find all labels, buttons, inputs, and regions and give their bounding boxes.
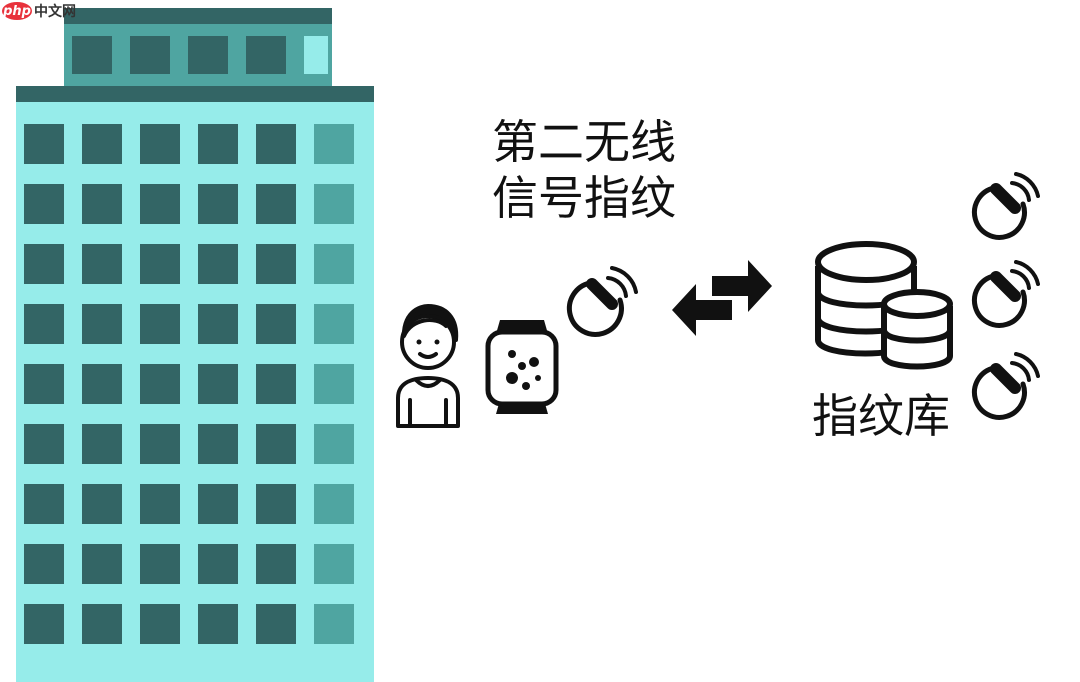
building-window xyxy=(82,484,122,524)
building-window xyxy=(24,544,64,584)
building-window xyxy=(82,184,122,224)
annex-window xyxy=(304,36,328,74)
annex-window xyxy=(246,36,286,74)
building-window xyxy=(198,424,238,464)
wireless-signal-icon xyxy=(566,266,638,337)
building-window xyxy=(256,364,296,404)
building-window xyxy=(256,424,296,464)
building-window xyxy=(140,184,180,224)
building-window xyxy=(140,544,180,584)
signal-fingerprint-label: 第二无线 信号指纹 xyxy=(492,114,676,226)
building-window xyxy=(82,244,122,284)
annex-windows xyxy=(72,36,328,74)
building-window xyxy=(198,364,238,404)
building xyxy=(16,86,374,682)
building-window xyxy=(82,544,122,584)
building-window xyxy=(140,484,180,524)
building-window xyxy=(314,544,354,584)
building-window xyxy=(314,604,354,644)
building-window xyxy=(24,304,64,344)
building-window xyxy=(198,304,238,344)
building-windows xyxy=(24,124,354,644)
database-label: 指纹库 xyxy=(812,389,950,443)
building-window xyxy=(314,424,354,464)
building-window xyxy=(256,604,296,644)
wireless-signal-icon xyxy=(972,260,1040,328)
building-window xyxy=(24,244,64,284)
person-icon xyxy=(396,304,460,428)
database-icon xyxy=(815,241,953,370)
building-window xyxy=(198,184,238,224)
building-window xyxy=(24,184,64,224)
annex-window xyxy=(130,36,170,74)
building-window xyxy=(314,184,354,224)
building-window xyxy=(256,244,296,284)
building-window xyxy=(198,544,238,584)
building-window xyxy=(24,424,64,464)
building-window xyxy=(198,604,238,644)
building-annex xyxy=(64,8,332,90)
smartwatch-icon xyxy=(485,320,559,414)
signal-label-line-2: 信号指纹 xyxy=(492,171,676,225)
building-window xyxy=(140,364,180,404)
database-signal-icons xyxy=(972,172,1040,420)
annex-window xyxy=(72,36,112,74)
building-window xyxy=(140,604,180,644)
building-window xyxy=(24,484,64,524)
building-window xyxy=(24,124,64,164)
building-window xyxy=(256,304,296,344)
building-window xyxy=(256,544,296,584)
watermark-logo: php xyxy=(2,2,32,20)
building-window xyxy=(314,304,354,344)
building-window xyxy=(314,484,354,524)
building-window xyxy=(256,484,296,524)
wireless-signal-icon xyxy=(972,172,1040,240)
exchange-arrows-icon xyxy=(672,260,772,336)
signal-label-line-1: 第二无线 xyxy=(492,115,676,169)
building-window xyxy=(198,484,238,524)
building-window xyxy=(314,124,354,164)
building-window xyxy=(198,244,238,284)
building-window xyxy=(82,364,122,404)
building-window xyxy=(140,244,180,284)
building-window xyxy=(82,304,122,344)
watermark: php 中文网 xyxy=(2,0,76,22)
building-window xyxy=(198,124,238,164)
building-window xyxy=(256,124,296,164)
building-window xyxy=(140,424,180,464)
building-window xyxy=(256,184,296,224)
wireless-signal-icon xyxy=(972,352,1040,420)
building-window xyxy=(314,244,354,284)
building-window xyxy=(24,604,64,644)
building-window xyxy=(140,124,180,164)
building-window xyxy=(140,304,180,344)
building-window xyxy=(82,124,122,164)
building-window xyxy=(82,604,122,644)
annex-window xyxy=(188,36,228,74)
building-window xyxy=(82,424,122,464)
building-window xyxy=(314,364,354,404)
watermark-text: 中文网 xyxy=(34,4,76,20)
building-window xyxy=(24,364,64,404)
